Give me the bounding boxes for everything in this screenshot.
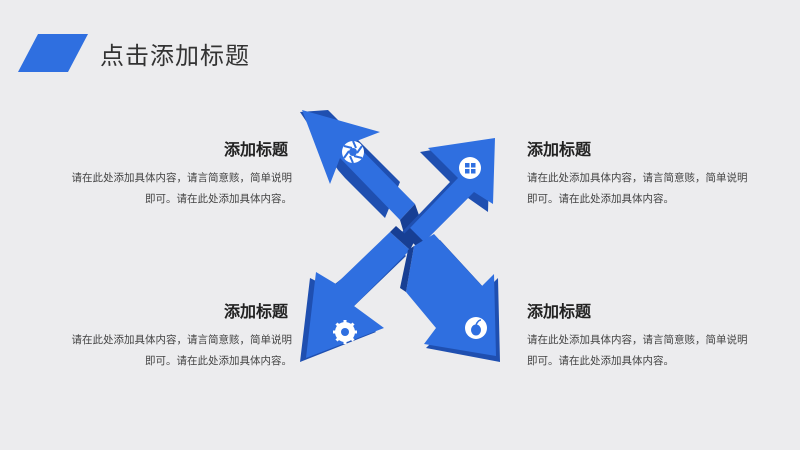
arrow-bottom-left: [300, 226, 414, 362]
text-block-top-right: 添加标题 请在此处添加具体内容，请言简意赅，简单说明即可。请在此处添加具体内容。: [527, 136, 757, 210]
header-accent-shape: [18, 34, 88, 72]
text-block-bottom-left: 添加标题 请在此处添加具体内容，请言简意赅，简单说明即可。请在此处添加具体内容。: [62, 298, 293, 372]
block-title: 添加标题: [527, 302, 592, 321]
block-body: 请在此处添加具体内容，请言简意赅，简单说明即可。请在此处添加具体内容。: [71, 334, 293, 367]
text-block-top-left: 添加标题 请在此处添加具体内容，请言简意赅，简单说明即可。请在此处添加具体内容。: [62, 136, 293, 210]
block-body: 请在此处添加具体内容，请言简意赅，简单说明即可。请在此处添加具体内容。: [71, 172, 293, 205]
arrow-bottom-right: [400, 234, 500, 362]
windows-icon: [459, 157, 481, 179]
page-title: 点击添加标题: [100, 42, 250, 70]
block-body: 请在此处添加具体内容，请言简意赅，简单说明即可。请在此处添加具体内容。: [527, 172, 748, 205]
text-block-bottom-right: 添加标题 请在此处添加具体内容，请言简意赅，简单说明即可。请在此处添加具体内容。: [527, 298, 757, 372]
block-title: 添加标题: [527, 140, 592, 159]
block-body: 请在此处添加具体内容，请言简意赅，简单说明即可。请在此处添加具体内容。: [527, 334, 748, 367]
aperture-icon: [342, 140, 364, 164]
arrow-top-right: [402, 138, 495, 246]
gear-icon: [333, 320, 357, 344]
block-title: 添加标题: [223, 140, 288, 159]
arrow-cross-diagram: [300, 110, 500, 362]
arrow-top-left: [300, 110, 420, 240]
apple-icon: [465, 317, 487, 339]
block-title: 添加标题: [223, 302, 288, 321]
